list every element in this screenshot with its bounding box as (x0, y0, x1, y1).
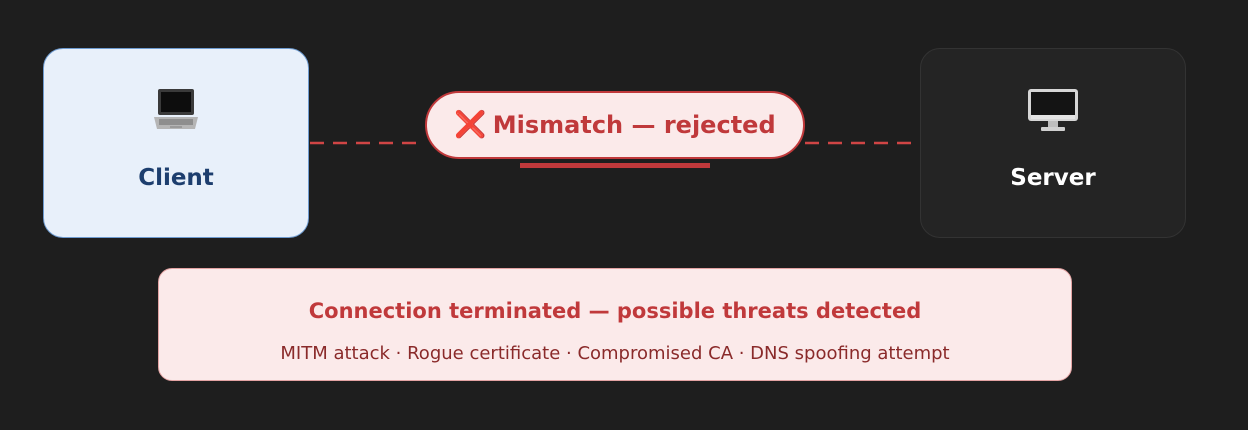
threat-alert-box: Connection terminated — possible threats… (158, 268, 1072, 381)
server-label: Server (1010, 165, 1096, 191)
cross-mark-icon: ❌ (454, 110, 487, 140)
laptop-icon (44, 87, 308, 131)
server-node: Server (920, 48, 1186, 238)
status-underline (520, 163, 710, 168)
client-node: Client (43, 48, 309, 238)
alert-detail: MITM attack · Rogue certificate · Compro… (280, 343, 950, 364)
desktop-computer-icon (921, 87, 1185, 133)
alert-title: Connection terminated — possible threats… (308, 299, 922, 323)
mismatch-status-badge: ❌ Mismatch — rejected (425, 91, 805, 159)
client-label: Client (138, 165, 214, 191)
status-text: Mismatch — rejected (492, 111, 776, 139)
